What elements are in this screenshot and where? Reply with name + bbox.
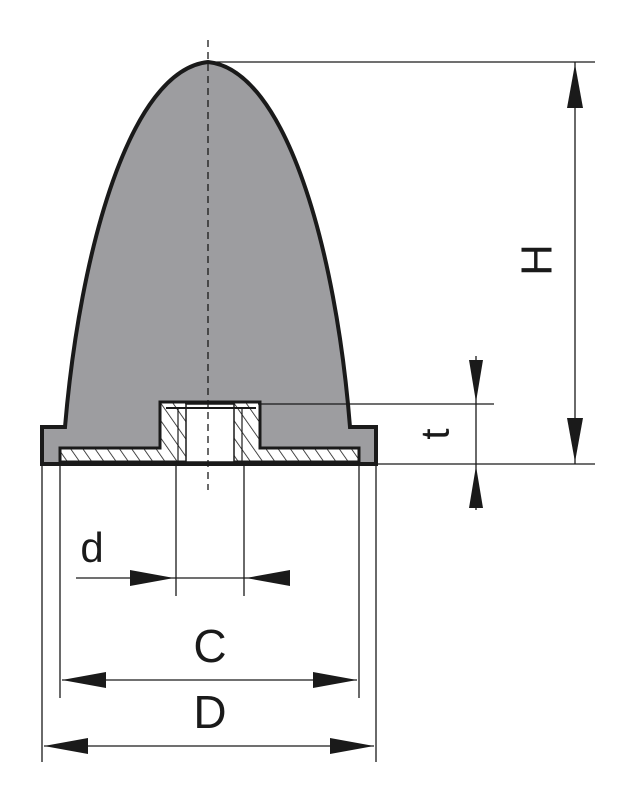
base-diameter-label: D: [193, 686, 226, 738]
rubber-body: [40, 59, 378, 466]
thread-depth-arrow-top: [469, 360, 483, 402]
height-arrow-top: [567, 64, 583, 108]
thread-diameter-label: d: [80, 524, 103, 571]
height-label: H: [513, 244, 562, 276]
thread-depth-label: t: [414, 428, 458, 439]
base-diameter-arrow-right: [330, 738, 374, 754]
thread-diameter-arrow-left: [130, 570, 174, 586]
plate-diameter-label: C: [193, 620, 226, 672]
thread-depth-arrow-bottom: [469, 466, 483, 508]
plate-diameter-arrow-left: [62, 672, 106, 688]
plate-diameter-arrow-right: [313, 672, 357, 688]
thread-diameter-arrow-right: [246, 570, 290, 586]
base-diameter-arrow-left: [44, 738, 88, 754]
threaded-bore: [185, 403, 235, 463]
height-arrow-bottom: [567, 418, 583, 462]
